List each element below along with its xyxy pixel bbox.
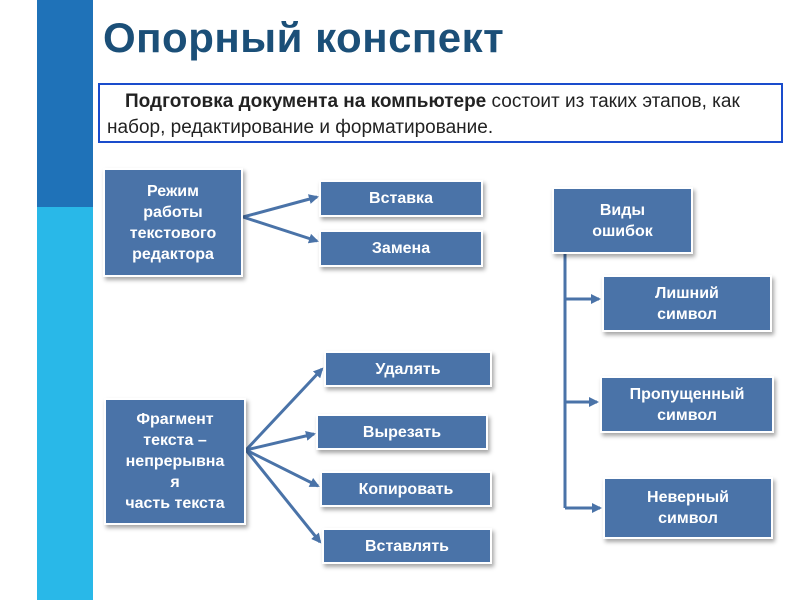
mode-box: Режим работы текстового редактора [103,168,243,277]
arrow-mode-replace [242,215,319,244]
sidebar-stripe-light [37,207,93,600]
arrow-fragment-delete [244,367,324,452]
replace-box: Замена [319,230,483,267]
arrow-fragment-cut [245,430,316,452]
copy-box: Копировать [320,471,492,507]
fragment-box: Фрагмент текста – непрерывна я часть тек… [104,398,246,525]
cut-box: Вырезать [316,414,488,450]
summary-box: Подготовка документа на компьютере состо… [98,83,783,143]
extra-symbol-box: Лишний символ [602,275,772,332]
sidebar-stripe-dark [37,0,93,207]
arrow-mode-insert [242,194,319,219]
wrong-symbol-box: Неверный символ [603,477,773,539]
paste-box: Вставлять [322,528,492,564]
page-title: Опорный конспект [103,14,505,61]
arrow-fragment-copy [245,448,320,488]
missing-symbol-box: Пропущенный символ [600,376,774,433]
summary-bold-text: Подготовка документа на компьютере [125,91,487,112]
error-types-box: Виды ошибок [552,187,693,254]
summary-text: состоит из таких этапов, как набор, реда… [107,91,740,138]
delete-box: Удалять [324,351,492,387]
arrow-fragment-paste [244,449,322,544]
insert-box: Вставка [319,180,483,217]
